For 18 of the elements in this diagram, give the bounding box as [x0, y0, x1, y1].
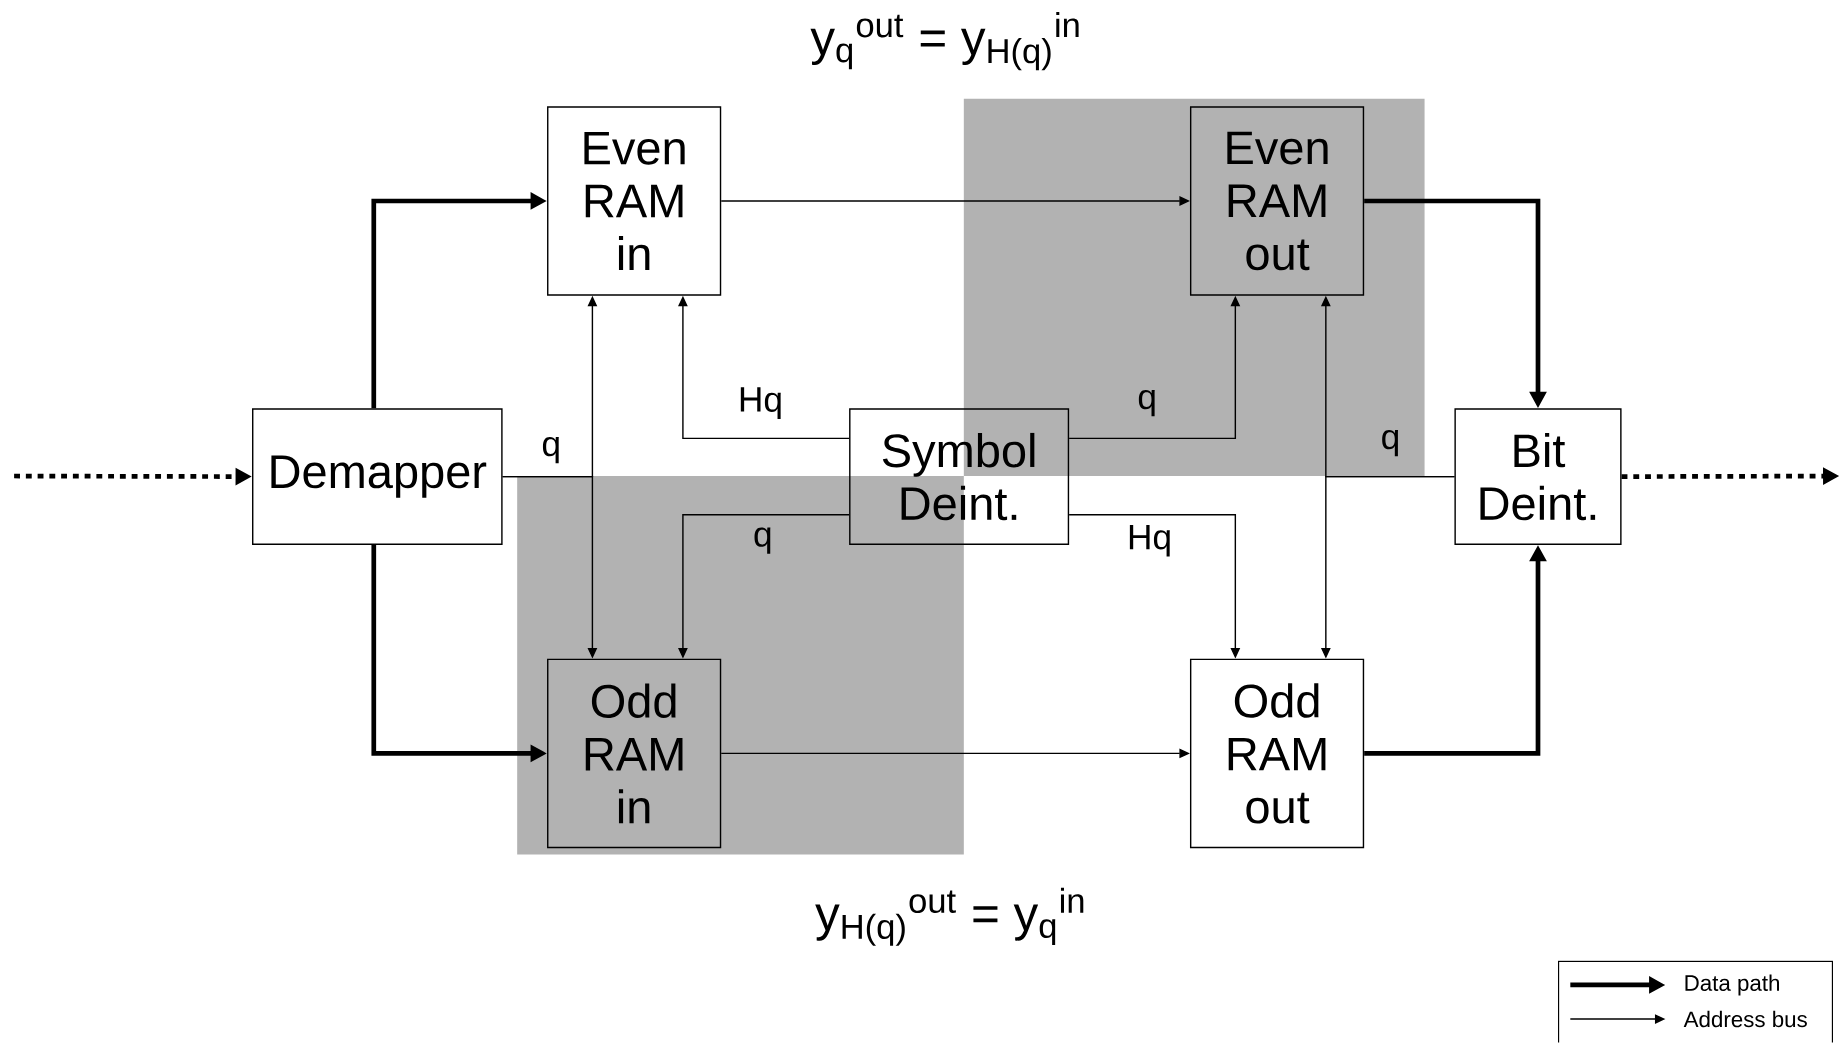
arrow: [678, 296, 850, 440]
process-box: Demapper: [252, 408, 503, 546]
process-box: Odd RAM in: [547, 658, 722, 849]
process-box: Bit Deint.: [1454, 408, 1622, 546]
edge-label: q: [542, 437, 559, 464]
process-box: Odd RAM out: [1189, 658, 1365, 849]
process-box: Symbol Deint.: [849, 408, 1070, 546]
edge-label: q: [1382, 430, 1399, 457]
edge-label: q: [1138, 390, 1155, 417]
equation-label: y$_{H(q)}$$^{out}$ = y$_{q}$in: [815, 887, 1084, 947]
process-box: Even RAM in: [547, 106, 722, 296]
equation-label: y$_{q}$$^{out}$ = y$_{H(q)}$in: [810, 12, 1079, 71]
edge-label: Hq: [740, 387, 781, 420]
legend-label: Address bus: [1683, 1011, 1807, 1028]
process-box: Even RAM out: [1189, 106, 1365, 296]
edge-label: Hq: [1129, 525, 1170, 557]
edge-label: q: [754, 527, 771, 554]
legend-label: Data path: [1685, 974, 1779, 996]
